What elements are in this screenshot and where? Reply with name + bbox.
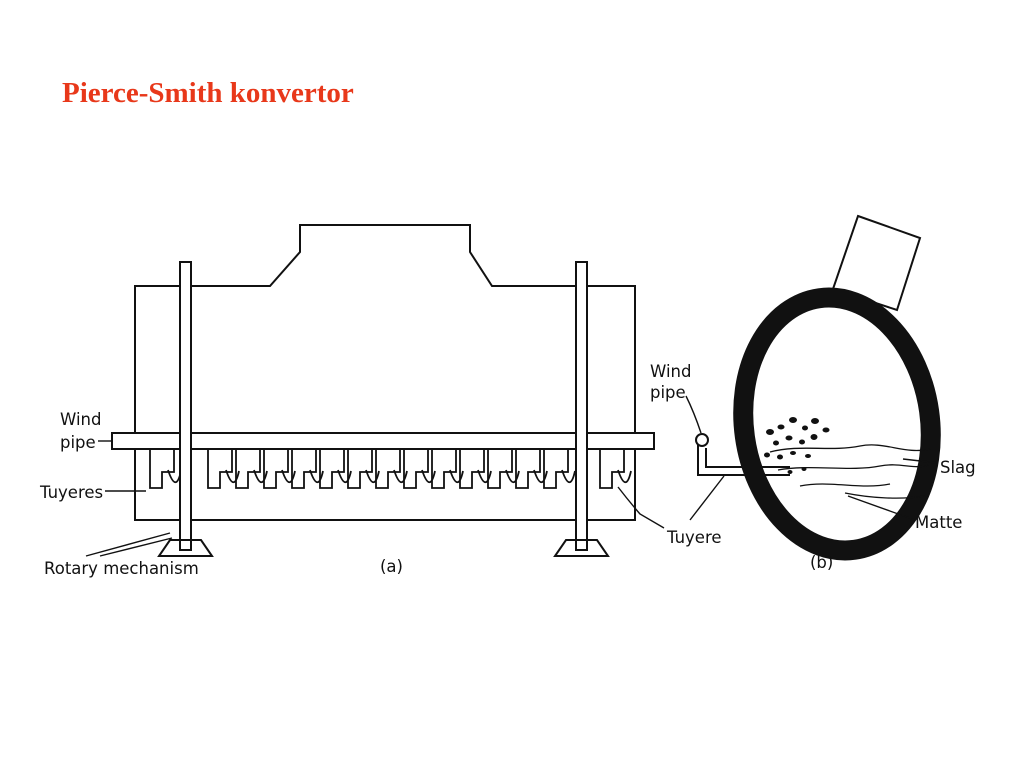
figure-a-caption: (a) — [380, 557, 403, 576]
tuyere-pipe-b — [697, 445, 790, 476]
left-rotary-support — [157, 539, 214, 557]
tuyere-row — [149, 449, 632, 489]
figure-b-caption: (b) — [810, 553, 833, 572]
wind-pipe-label-b-line1: Wind — [650, 362, 691, 381]
figure-a-leaders — [85, 440, 665, 557]
converter-mouth — [831, 214, 922, 312]
right-rotary-support — [553, 539, 610, 557]
wind-pipe-label-b-line2: pipe — [650, 383, 686, 402]
right-rotary-shaft — [575, 261, 588, 551]
figure-b-cross-section — [695, 214, 941, 561]
wind-pipe-label-a-line2: pipe — [60, 433, 96, 452]
left-rotary-shaft — [179, 261, 192, 551]
wind-pipe-label-a-line1: Wind — [60, 410, 101, 429]
wind-pipe-b-end — [695, 433, 709, 447]
matte-label: Matte — [915, 513, 962, 532]
figure-b-leaders — [685, 395, 939, 521]
slag-label: Slag — [940, 458, 976, 477]
tuyeres-label: Tuyeres — [39, 483, 103, 502]
gas-bubbles — [764, 417, 830, 474]
figure-a-side-view — [111, 224, 655, 557]
rotary-mechanism-label: Rotary mechanism — [44, 559, 199, 578]
tuyere-label: Tuyere — [666, 528, 722, 547]
slide-title: Pierce-Smith konvertor — [62, 77, 354, 109]
converter-shell — [733, 287, 941, 561]
converter-body — [134, 224, 636, 521]
wind-pipe-header — [111, 432, 655, 450]
